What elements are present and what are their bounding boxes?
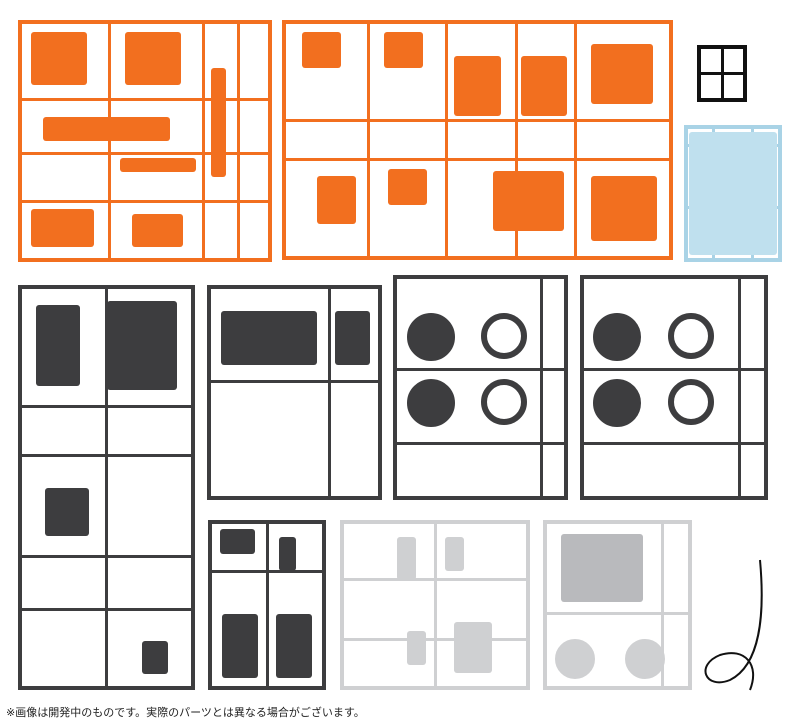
part bbox=[222, 613, 258, 679]
sprue-runner bbox=[282, 157, 673, 161]
sprue-runner bbox=[201, 20, 205, 262]
dark-sprue-b bbox=[207, 285, 382, 500]
part bbox=[406, 630, 426, 665]
part bbox=[520, 56, 568, 116]
part bbox=[278, 537, 297, 571]
part bbox=[383, 32, 423, 68]
wheel-part bbox=[407, 313, 455, 362]
sprue-runner bbox=[393, 368, 568, 371]
part bbox=[454, 56, 501, 116]
sprue-runner bbox=[573, 20, 577, 260]
part bbox=[688, 131, 778, 256]
disclaimer-caption: ※画像は開発中のものです。実際のパーツとは異なる場合がございます。 bbox=[6, 706, 365, 719]
sprue-runner bbox=[18, 200, 272, 203]
sprue-runner bbox=[237, 20, 241, 262]
sprue-runner bbox=[107, 20, 111, 262]
sprue-runner bbox=[444, 20, 448, 260]
part bbox=[141, 641, 169, 674]
clear-sprue bbox=[684, 125, 782, 262]
sprue-runner bbox=[515, 20, 519, 260]
part bbox=[35, 305, 80, 387]
sprue-runner bbox=[433, 520, 437, 690]
sprue-runner bbox=[18, 151, 272, 155]
sprue-runner bbox=[328, 285, 331, 500]
part bbox=[43, 116, 171, 141]
sprue-runner bbox=[340, 637, 530, 641]
wheel-part bbox=[480, 313, 527, 360]
part bbox=[132, 213, 184, 248]
orange-sprue-a bbox=[18, 20, 272, 262]
sprue-runner bbox=[660, 520, 664, 690]
wheel-part bbox=[593, 378, 642, 427]
sprue-runner bbox=[18, 453, 195, 457]
part bbox=[301, 32, 341, 68]
sprue-runner bbox=[738, 275, 742, 500]
orange-sprue-b bbox=[282, 20, 673, 260]
part bbox=[124, 32, 181, 86]
sprue-runner bbox=[18, 607, 195, 611]
sprue-runner bbox=[580, 368, 768, 371]
part bbox=[106, 301, 178, 391]
wheel-part bbox=[668, 378, 715, 425]
part bbox=[317, 176, 357, 224]
sprue-runner bbox=[393, 442, 568, 446]
sprue-runner bbox=[208, 569, 326, 573]
part bbox=[119, 157, 196, 173]
sprue-runner bbox=[340, 578, 530, 581]
sprue-runner bbox=[282, 119, 673, 123]
light-grey-sprue-drum bbox=[543, 520, 692, 690]
part bbox=[221, 310, 318, 365]
wheel-part bbox=[624, 639, 665, 679]
sprue-runner bbox=[540, 275, 544, 500]
part bbox=[560, 533, 643, 602]
wheel-part bbox=[480, 378, 527, 425]
part bbox=[30, 208, 95, 248]
part bbox=[44, 487, 89, 537]
sprue-runner bbox=[697, 72, 747, 75]
part bbox=[219, 528, 256, 554]
sprue-runner bbox=[18, 405, 195, 408]
part bbox=[276, 613, 312, 679]
part bbox=[397, 537, 416, 580]
part bbox=[211, 68, 227, 178]
sprue-runner bbox=[105, 285, 108, 690]
part bbox=[493, 171, 564, 232]
sprue-runner bbox=[18, 554, 195, 558]
part bbox=[444, 537, 464, 571]
wheel-part bbox=[407, 378, 455, 427]
part bbox=[590, 44, 654, 104]
part bbox=[387, 168, 427, 205]
part bbox=[334, 310, 370, 365]
dark-sprue-wheels-b bbox=[580, 275, 768, 500]
part bbox=[590, 176, 658, 241]
wire-coil bbox=[704, 559, 763, 691]
wheel-part bbox=[554, 639, 595, 679]
sprue-runner bbox=[366, 20, 370, 260]
part bbox=[30, 32, 87, 86]
sprue-runner bbox=[18, 98, 272, 102]
part bbox=[454, 622, 492, 673]
sprue-runner bbox=[207, 380, 382, 384]
sprue-runner bbox=[580, 442, 768, 446]
wheel-part bbox=[668, 313, 715, 360]
sprue-runner bbox=[265, 520, 269, 690]
sprue-runner bbox=[543, 612, 692, 615]
dark-sprue-wheels-a bbox=[393, 275, 568, 500]
